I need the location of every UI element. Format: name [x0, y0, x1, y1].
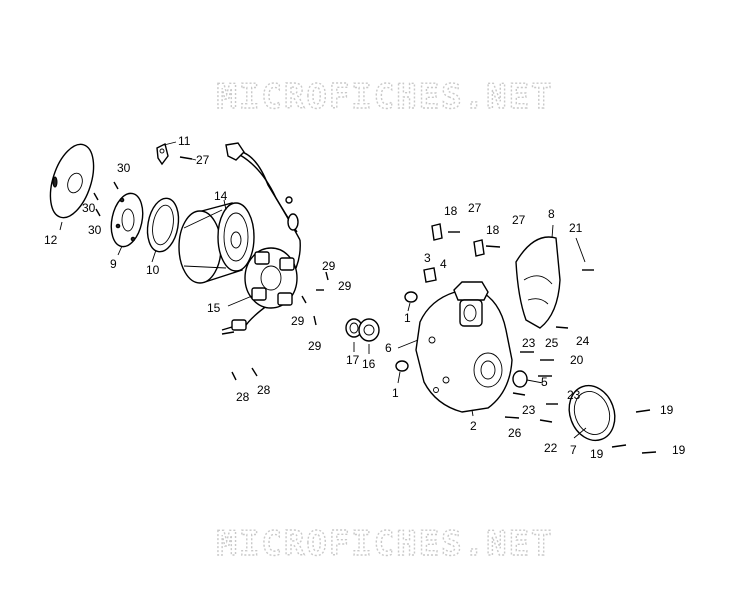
- part-14-flywheel: [178, 202, 255, 284]
- screw-set-left: [93, 156, 329, 381]
- callout-3: 3: [424, 251, 431, 265]
- callout-14: 14: [214, 189, 228, 203]
- part-3-plug: [423, 267, 437, 283]
- callout-16: 16: [362, 357, 376, 371]
- callout-23: 23: [522, 403, 536, 417]
- callout-6: 6: [385, 341, 392, 355]
- callout-27: 27: [196, 153, 210, 167]
- callout-17: 17: [346, 353, 360, 367]
- callout-19: 19: [660, 403, 674, 417]
- callout-28: 28: [236, 390, 250, 404]
- callout-19: 19: [672, 443, 686, 457]
- callout-30: 30: [82, 201, 96, 215]
- part-10-gasket: [146, 197, 180, 253]
- part-9-flange: [110, 192, 144, 248]
- callout-27: 27: [512, 213, 526, 227]
- part-11-clamp: [156, 142, 169, 166]
- callout-19: 19: [590, 447, 604, 461]
- callout-18: 18: [486, 223, 500, 237]
- callout-8: 8: [548, 207, 555, 221]
- part-5-o-ring: [512, 370, 528, 388]
- callout-27: 27: [468, 201, 482, 215]
- callout-25: 25: [545, 336, 559, 350]
- callout-1: 1: [392, 386, 399, 400]
- callout-29: 29: [308, 339, 322, 353]
- screw-set-right: [448, 231, 657, 454]
- callout-28: 28: [257, 383, 271, 397]
- callout-29: 29: [291, 314, 305, 328]
- callout-22: 22: [544, 441, 558, 455]
- wiring-harness: [221, 142, 301, 335]
- callout-9: 9: [110, 257, 117, 271]
- callout-10: 10: [146, 263, 160, 277]
- leader-lines: [59, 141, 587, 439]
- callout-15: 15: [207, 301, 221, 315]
- callout-24: 24: [576, 334, 590, 348]
- part-18-clip: [431, 223, 485, 257]
- callout-labels: 11 27 30 30 30 12 9 10 14 15 29 29 29 29…: [44, 134, 686, 461]
- callout-5: 5: [541, 375, 548, 389]
- callout-18: 18: [444, 204, 458, 218]
- callout-29: 29: [322, 259, 336, 273]
- callout-23: 23: [522, 336, 536, 350]
- callout-12: 12: [44, 233, 58, 247]
- part-2-crankcase-cover: [415, 281, 513, 413]
- callout-11: 11: [178, 134, 191, 148]
- watermark-bottom: MICROFICHES.NET: [216, 524, 553, 564]
- callout-7: 7: [570, 443, 577, 457]
- part-12-disc: [49, 143, 95, 219]
- callout-1: 1: [404, 311, 411, 325]
- callout-30: 30: [117, 161, 131, 175]
- part-8-cover-plate: [515, 236, 561, 329]
- callout-26: 26: [508, 426, 522, 440]
- part-15-stator: [244, 247, 298, 309]
- watermark-top: MICROFICHES.NET: [216, 77, 553, 117]
- part-16-nut: [358, 318, 380, 342]
- callout-20: 20: [570, 353, 584, 367]
- callout-29: 29: [338, 279, 352, 293]
- callout-4: 4: [440, 257, 447, 271]
- callout-2: 2: [470, 419, 477, 433]
- callout-21: 21: [569, 221, 583, 235]
- callout-23: 23: [567, 388, 581, 402]
- callout-30: 30: [88, 223, 102, 237]
- part-1-dowel: [395, 291, 418, 372]
- part-7-round-cover: [568, 384, 616, 442]
